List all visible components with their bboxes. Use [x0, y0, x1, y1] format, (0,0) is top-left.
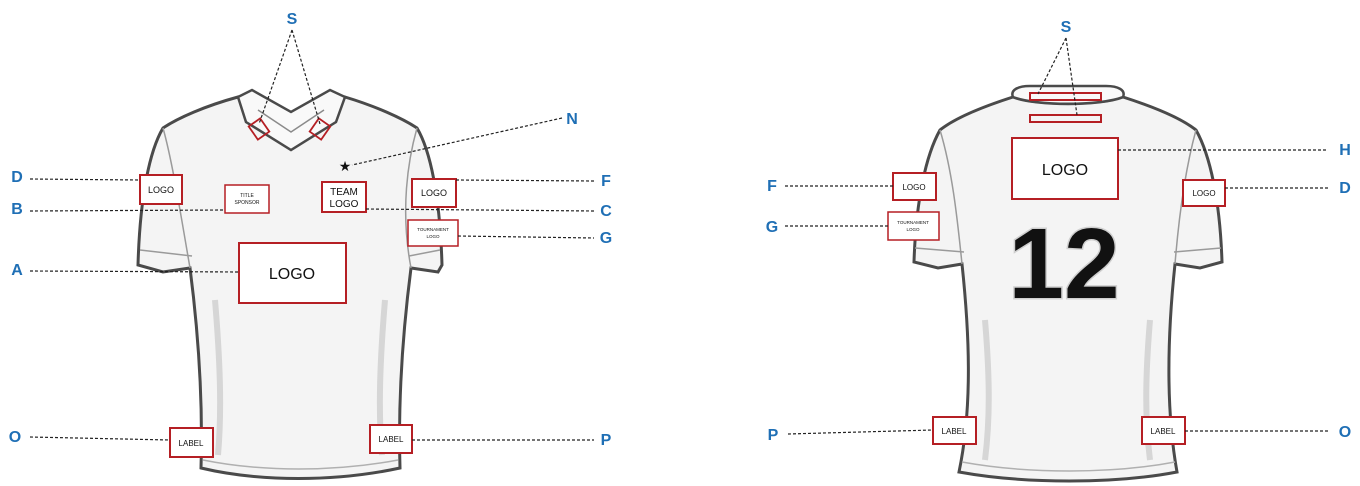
front-tournament-logo-text-2: LOGO: [426, 234, 440, 239]
front-collar-box-right: [308, 117, 332, 141]
front-callout-d: D: [11, 169, 23, 186]
front-right-sleeve-logo-text: LOGO: [421, 188, 447, 198]
back-sleeve-seam-left: [939, 129, 963, 265]
back-callout-g: G: [766, 219, 778, 236]
back-callout-f: F: [767, 178, 777, 195]
front-leader-lines: [29, 29, 595, 441]
front-label-left-box: [169, 427, 214, 458]
back-label-left-box: [932, 416, 977, 445]
front-sleeve-cuff-left: [139, 249, 193, 257]
back-collar-box-bottom: [1029, 114, 1102, 123]
front-label-right-box: [369, 424, 413, 454]
front-sleeve-cuff-right: [408, 249, 441, 257]
back-fold-shade: [982, 319, 1153, 461]
front-callout-s: S: [287, 11, 298, 28]
front-left-sleeve-logo-box: [139, 174, 183, 205]
back-player-number: 12: [1008, 208, 1119, 320]
back-sleeve-cuff-left: [914, 247, 965, 253]
back-callout-d: D: [1339, 180, 1351, 197]
back-label-right-text: LABEL: [1151, 427, 1176, 436]
back-callout-p: P: [768, 427, 779, 444]
front-callouts: S N D B A O F C G P: [9, 11, 612, 449]
front-hem-line: [202, 459, 399, 470]
front-callout-p: P: [601, 432, 612, 449]
front-title-sponsor-text-2: SPONSOR: [234, 200, 259, 206]
front-collar-box-left: [247, 117, 271, 141]
back-hem-line: [961, 461, 1176, 472]
front-callout-c: C: [600, 203, 612, 220]
back-label-left-text: LABEL: [942, 427, 967, 436]
back-tournament-logo-text-2: LOGO: [906, 227, 920, 232]
back-logo-text: LOGO: [1042, 162, 1088, 179]
front-callout-b: B: [11, 201, 23, 218]
front-callout-o: O: [9, 429, 21, 446]
back-left-sleeve-logo-box: [892, 172, 937, 201]
front-sleeve-seam-right: [404, 127, 418, 269]
front-team-logo-text-2: LOGO: [330, 199, 359, 210]
back-tournament-logo-text-1: TOURNAMENT: [897, 220, 929, 225]
back-logo-box: [1011, 137, 1119, 200]
front-callout-a: A: [11, 262, 23, 279]
back-callout-o: O: [1339, 424, 1351, 441]
front-left-sleeve-logo-text: LOGO: [148, 185, 174, 195]
back-right-sleeve-logo-text: LOGO: [1192, 189, 1215, 198]
back-leader-lines: [785, 37, 1328, 435]
front-chest-logo-box: [238, 242, 347, 304]
back-callouts: S H F D G P O: [766, 19, 1351, 444]
back-tournament-logo-box: [887, 211, 940, 241]
front-label-right-text: LABEL: [379, 435, 404, 444]
front-callout-f: F: [601, 173, 611, 190]
back-callout-h: H: [1339, 142, 1351, 159]
front-title-sponsor-text-1: TITLE: [240, 193, 254, 199]
front-inner-neck: [257, 109, 325, 133]
back-right-sleeve-logo-box: [1182, 179, 1226, 207]
front-tournament-logo-box: [407, 219, 459, 247]
front-callout-g: G: [600, 230, 612, 247]
back-callout-s: S: [1061, 19, 1072, 36]
front-title-sponsor-box: [224, 184, 270, 214]
front-label-left-text: LABEL: [179, 439, 204, 448]
front-callout-n: N: [566, 111, 578, 128]
back-collar-box-top: [1029, 92, 1102, 101]
front-team-logo-box: [321, 181, 367, 213]
front-tournament-logo-text-1: TOURNAMENT: [417, 227, 449, 232]
front-star-mark: ★: [339, 159, 352, 175]
front-right-sleeve-logo-box: [411, 178, 457, 208]
front-chest-logo-text: LOGO: [269, 266, 315, 283]
back-sleeve-cuff-right: [1173, 247, 1222, 253]
front-team-logo-text-1: TEAM: [330, 187, 358, 198]
back-left-sleeve-logo-text: LOGO: [902, 183, 925, 192]
front-collar: [236, 88, 347, 152]
